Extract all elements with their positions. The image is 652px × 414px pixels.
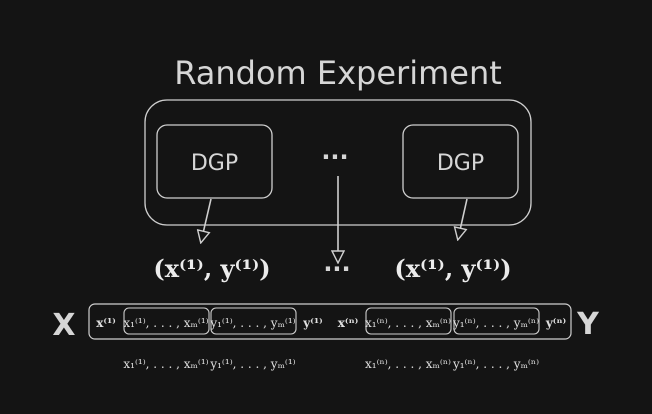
dgp-label-left: DGP — [191, 151, 238, 176]
arrow-left — [201, 198, 212, 242]
below-y1-cells: y₁⁽¹⁾, . . . , yₘ⁽¹⁾ — [209, 357, 295, 371]
cell-box-y1 — [210, 307, 297, 335]
row-yn-cells: y₁⁽ⁿ⁾, . . . , yₘ⁽ⁿ⁾ — [452, 316, 539, 330]
cell-box-xn — [365, 307, 452, 335]
ellipsis-top: ··· — [321, 143, 348, 171]
row-y1: y⁽¹⁾ — [302, 316, 322, 330]
row-y1-cells: y₁⁽¹⁾, . . . , yₘ⁽¹⁾ — [209, 316, 295, 330]
dgp-label-right: DGP — [437, 151, 484, 176]
row-x1: x⁽¹⁾ — [96, 316, 116, 330]
cell-box-x1 — [123, 307, 210, 335]
row-xn-cells: x₁⁽ⁿ⁾, . . . , xₘ⁽ⁿ⁾ — [365, 316, 451, 330]
below-yn-cells: y₁⁽ⁿ⁾, . . . , yₘ⁽ⁿ⁾ — [452, 357, 539, 371]
data-row-container — [88, 303, 572, 340]
dgp-box-right — [402, 124, 519, 199]
row-xn: x⁽ⁿ⁾ — [338, 316, 359, 330]
row-x1-cells: x₁⁽¹⁾, . . . , xₘ⁽¹⁾ — [123, 316, 208, 330]
matrix-x-label: X — [52, 308, 75, 343]
sample-left: (x⁽¹⁾, y⁽¹⁾) — [153, 254, 270, 283]
matrix-y-label: Y — [576, 307, 600, 342]
ellipsis-bottom: ··· — [323, 255, 350, 283]
cell-box-yn — [453, 307, 540, 335]
dgp-box-left — [156, 124, 273, 199]
arrow-right — [458, 198, 468, 239]
below-xn-cells: x₁⁽ⁿ⁾, . . . , xₘ⁽ⁿ⁾ — [365, 357, 451, 371]
title: Random Experiment — [174, 54, 502, 92]
sample-right: (x⁽¹⁾, y⁽¹⁾) — [394, 254, 511, 283]
row-yn: y⁽ⁿ⁾ — [545, 316, 566, 330]
below-x1-cells: x₁⁽¹⁾, . . . , xₘ⁽¹⁾ — [123, 357, 208, 371]
